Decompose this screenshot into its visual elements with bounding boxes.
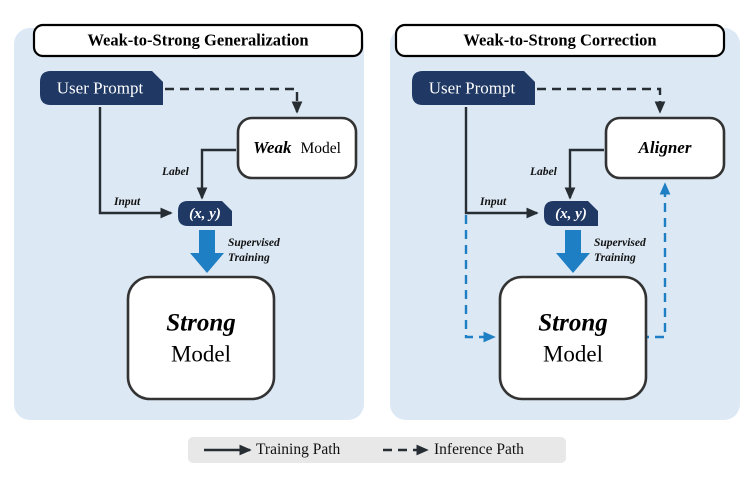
panel-left-weak-to-pair-edge (196, 148, 236, 200)
panel-right-user-prompt-shape (412, 71, 535, 105)
panel-left-prompt-to-pair-edge (98, 107, 173, 219)
panel-left-training-label-line2: Training (228, 252, 270, 264)
panel-left-title-text: Weak-to-Strong Generalization (87, 30, 308, 49)
panel-left-weak-model-node: Weak Model (236, 116, 358, 180)
panel-right-label-edge-text: Label (529, 166, 558, 178)
panel-right-aligner-to-pair-edge (564, 148, 604, 200)
panel-right-input-edge-text: Input (479, 196, 507, 208)
panel-right-user-prompt-node: User Prompt (412, 71, 535, 105)
panel-left-strong-model-box (126, 275, 276, 401)
panel-left-user-prompt-node: User Prompt (40, 71, 163, 105)
panel-right-strong-model-plain: Model (543, 341, 603, 366)
panel-right-user-prompt-label: User Prompt (429, 78, 516, 97)
panel-left-strong-model-emphasis: Strong (166, 310, 235, 337)
panel-right-strong-model-emphasis: Strong (538, 310, 607, 337)
panel-left-data-pair-shape (178, 201, 232, 226)
legend-training-path-label: Training Path (256, 441, 341, 458)
panel-left-strong-model-plain: Model (171, 341, 231, 366)
panel-right-training-label-line1: Supervised (594, 237, 646, 249)
legend-item-inference-path: Inference Path (383, 441, 524, 458)
panel-left: Weak-to-Strong Generalization User Promp… (14, 23, 364, 420)
legend-inference-path-label: Inference Path (434, 441, 524, 458)
panel-right-data-pair-label: (x, y) (555, 206, 587, 222)
panel-right-title: Weak-to-Strong Correction (394, 23, 726, 58)
panel-left-block-arrow-icon (190, 230, 224, 273)
panel-left-weak-model-box (236, 116, 358, 180)
panel-right: Weak-to-Strong Correction User Prompt Al… (390, 23, 740, 420)
legend-item-training-path: Training Path (204, 441, 341, 458)
panel-left-user-prompt-label: User Prompt (57, 78, 144, 97)
panel-right-aligner-box (604, 116, 726, 180)
panel-left-weak-model-label: Weak Model (253, 138, 341, 157)
panel-left-title: Weak-to-Strong Generalization (32, 23, 364, 58)
panel-left-label-edge-text: Label (161, 166, 190, 178)
panel-right-strong-model-box (498, 275, 648, 401)
panel-left-supervised-training-arrow: Supervised Training (190, 230, 280, 273)
panel-right-aligner-label: Aligner (638, 138, 692, 157)
panel-left-training-label-line1: Supervised (228, 237, 280, 249)
panel-left-title-box (32, 23, 364, 58)
panel-left-input-edge-text: Input (113, 196, 141, 208)
panel-right-title-box (394, 23, 726, 58)
panel-right-strong-model-node: Strong Model (498, 275, 648, 401)
panel-right-block-arrow-icon (556, 230, 590, 273)
panel-left-data-pair-node: (x, y) (178, 201, 232, 226)
panel-right-aligner-node: Aligner (604, 116, 726, 180)
legend: Training Path Inference Path (188, 437, 566, 463)
panel-right-inference-strong-to-aligner-edge (640, 182, 671, 339)
panel-right-prompt-to-aligner-dashed-edge (537, 87, 666, 114)
panel-left-strong-model-node: Strong Model (126, 275, 276, 401)
panel-left-data-pair-label: (x, y) (189, 206, 221, 222)
panel-right-training-label-line2: Training (594, 252, 636, 264)
panel-right-prompt-to-pair-edge (464, 107, 539, 219)
legend-background (188, 437, 566, 463)
panel-right-supervised-training-arrow: Supervised Training (556, 230, 646, 273)
panel-right-data-pair-shape (544, 201, 598, 226)
panel-left-user-prompt-shape (40, 71, 163, 105)
panel-right-title-text: Weak-to-Strong Correction (463, 30, 656, 49)
panel-right-inference-into-strong-edge (464, 215, 496, 343)
panel-right-data-pair-node: (x, y) (544, 201, 598, 226)
